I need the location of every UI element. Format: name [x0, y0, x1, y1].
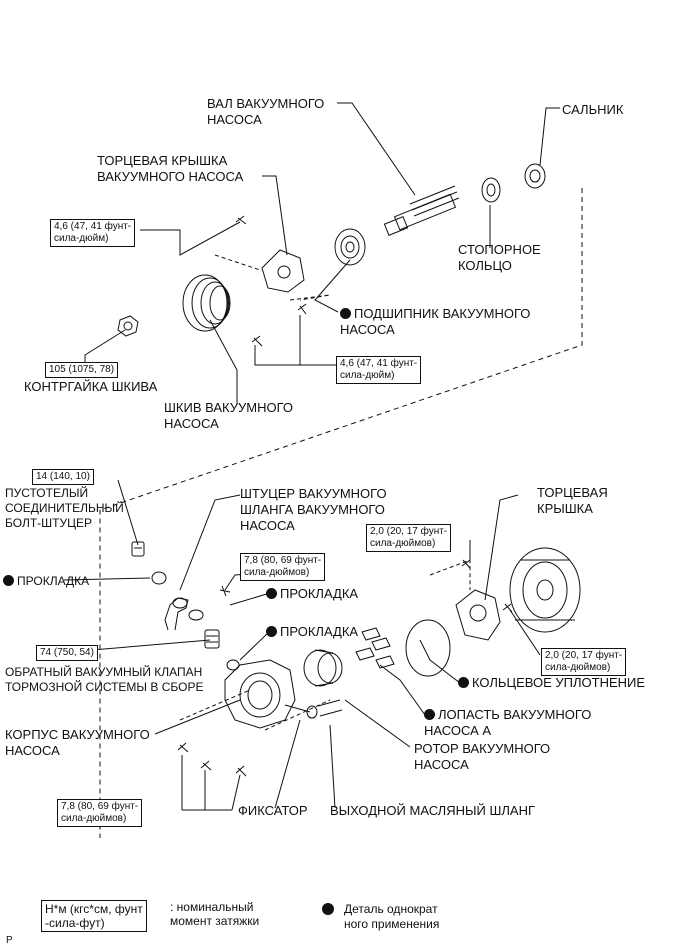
label-hose-union: ШТУЦЕР ВАКУУМНОГО ШЛАНГА ВАКУУМНОГО НАСО…	[240, 486, 387, 533]
leader-line	[379, 664, 426, 716]
label-snap-ring: СТОПОРНОЕ КОЛЬЦО	[458, 242, 541, 273]
leader-line	[179, 494, 241, 591]
dashed-assembly-line	[214, 254, 331, 301]
leader-line	[344, 699, 411, 748]
label-union-bolt: ПУСТОТЕЛЫЙ СОЕДИНИТЕЛЬНЫЙ БОЛТ-ШТУЦЕР	[5, 486, 124, 530]
pulley-part	[182, 274, 231, 332]
bolt-part	[502, 603, 513, 613]
label-pump-shaft: ВАЛ ВАКУУМНОГО НАСОСА	[207, 96, 325, 127]
o-ring-part	[405, 619, 451, 677]
figure-code: P	[6, 935, 13, 946]
rotor-part	[303, 649, 343, 687]
leader-line	[314, 259, 351, 313]
non-reusable-marker	[3, 575, 14, 586]
legend-non-reusable	[322, 903, 337, 920]
bolt-part	[200, 760, 212, 771]
bearing-part	[334, 228, 366, 266]
non-reusable-marker	[266, 626, 277, 637]
torque-spec-box: 7,8 (80, 69 фунт- сила-дюймов)	[240, 553, 326, 581]
dashed-assembly-line	[99, 188, 583, 838]
alternator-end-cover-part	[509, 547, 581, 633]
label-pulley-nut: КОНТРГАЙКА ШКИВА	[24, 379, 158, 394]
retainer-part	[306, 705, 318, 719]
check-valve-part	[204, 629, 220, 649]
label-pump-end-cover: ТОРЦЕВАЯ КРЫШКА ВАКУУМНОГО НАСОСА	[97, 153, 244, 184]
leader-line	[91, 639, 211, 651]
label-oil-seal: САЛЬНИК	[562, 102, 624, 117]
torque-spec-box: 4,6 (47, 41 фунт- сила-дюйм)	[50, 219, 136, 247]
oil-hose-part	[317, 699, 343, 717]
pump-end-cover-part	[261, 249, 305, 293]
leader-line	[181, 755, 241, 811]
leader-line	[63, 577, 151, 581]
label-bearing: ПОДШИПНИК ВАКУУМНОГО НАСОСА	[340, 306, 531, 337]
snap-ring-part	[481, 177, 501, 203]
non-reusable-marker	[424, 709, 435, 720]
bolt-part	[297, 303, 307, 315]
torque-spec-box: 2,0 (20, 17 фунт- сила-дюймов)	[366, 524, 452, 552]
label-gasket-1: ПРОКЛАДКА	[3, 573, 89, 589]
leader-line	[254, 315, 340, 366]
label-o-ring: КОЛЬЦЕВОЕ УПЛОТНЕНИЕ	[458, 675, 645, 691]
label-retainer: ФИКСАТОР	[238, 803, 308, 818]
label-vane: ЛОПАСТЬ ВАКУУМНОГО НАСОСА А	[424, 707, 592, 738]
torque-spec-box: 2,0 (20, 17 фунт- сила-дюймов)	[541, 648, 627, 676]
leader-line	[274, 719, 301, 809]
pump-shaft-part	[383, 185, 460, 236]
torque-spec-box: 7,8 (80, 69 фунт- сила-дюймов)	[57, 799, 143, 827]
label-pulley: ШКИВ ВАКУУМНОГО НАСОСА	[164, 400, 294, 431]
leader-line	[140, 221, 241, 256]
label-check-valve: ОБРАТНЫЙ ВАКУУМНЫЙ КЛАПАН ТОРМОЗНОЙ СИСТ…	[5, 665, 204, 694]
end-cover-plate-part	[455, 589, 501, 641]
leader-line	[337, 102, 416, 196]
dashed-assembly-line	[179, 689, 331, 731]
leader-line	[419, 639, 461, 684]
bolt-part	[251, 335, 263, 347]
non-reusable-marker	[322, 903, 334, 915]
torque-spec-box: 14 (140, 10)	[32, 469, 94, 485]
leader-line	[539, 107, 560, 166]
oil-seal-part	[524, 163, 546, 189]
vane-part	[355, 627, 395, 669]
pump-housing-part	[224, 659, 311, 729]
non-reusable-marker	[458, 677, 469, 688]
non-reusable-marker	[340, 308, 351, 319]
leader-line	[209, 319, 238, 405]
legend-torque-unit: Н*м (кгс*см, фунт -сила-фут)	[41, 900, 147, 932]
label-oil-hose: ВЫХОДНОЙ МАСЛЯНЫЙ ШЛАНГ	[330, 803, 535, 818]
label-end-cover: ТОРЦЕВАЯ КРЫШКА	[537, 485, 608, 516]
union-bolt-part	[131, 541, 145, 557]
leader-line	[509, 609, 541, 656]
legend-torque-text: : номинальный момент затяжки	[170, 900, 260, 928]
label-rotor: РОТОР ВАКУУМНОГО НАСОСА	[414, 741, 551, 772]
bolt-part	[235, 765, 247, 777]
leader-line	[154, 699, 241, 735]
torque-spec-box: 4,6 (47, 41 фунт- сила-дюйм)	[336, 356, 422, 384]
bolt-part	[219, 585, 231, 597]
leader-line	[329, 724, 336, 809]
torque-spec-box: 105 (1075, 78)	[45, 362, 119, 378]
leader-line	[229, 592, 271, 606]
bolt-part	[461, 559, 471, 569]
pulley-nut-part	[117, 315, 139, 337]
gasket-part	[151, 571, 167, 585]
leader-line	[262, 175, 288, 256]
hose-union-part	[164, 597, 189, 631]
gasket-part	[188, 609, 204, 621]
label-gasket-2: ПРОКЛАДКА	[266, 586, 358, 602]
non-reusable-marker	[266, 588, 277, 599]
gasket-part	[226, 659, 240, 671]
torque-spec-box: 74 (750, 54)	[36, 645, 98, 661]
leader-line	[117, 479, 139, 546]
bolt-part	[235, 215, 247, 225]
leader-line	[239, 630, 271, 661]
leader-line	[484, 494, 519, 601]
label-housing: КОРПУС ВАКУУМНОГО НАСОСА	[5, 727, 150, 758]
label-gasket-3: ПРОКЛАДКА	[266, 624, 358, 640]
legend-non-reusable-text: Деталь однократ ного применения	[344, 902, 440, 931]
bolt-part	[177, 742, 189, 753]
